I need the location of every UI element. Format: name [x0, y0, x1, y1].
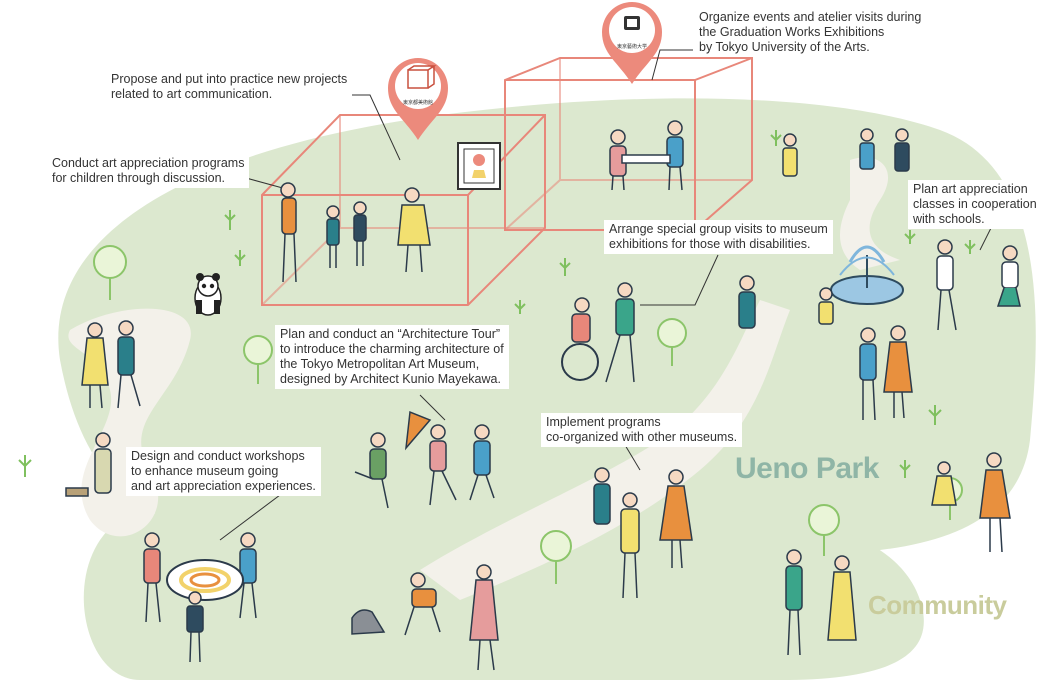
annotation-special-visits: Arrange special group visits to museum e…	[604, 220, 833, 254]
annotation-architecture-tour: Plan and conduct an “Architecture Tour” …	[275, 325, 509, 389]
university-pin-caption: 東京藝術大学	[617, 43, 647, 50]
museum-pin-caption: 東京都美術館	[403, 99, 433, 106]
park-ground	[58, 98, 1036, 554]
artwork-frame	[457, 142, 501, 190]
footpath	[840, 157, 900, 270]
footpath	[420, 300, 790, 600]
panda-icon	[194, 273, 222, 316]
museum-frame	[261, 114, 546, 306]
tree-icon	[93, 245, 963, 584]
annotation-school-classes: Plan art appreciation classes in coopera…	[908, 180, 1042, 229]
annotation-children-programs: Conduct art appreciation programs for ch…	[47, 154, 250, 188]
ueno-park-label: Ueno Park	[735, 452, 879, 485]
annotation-art-communication: Propose and put into practice new projec…	[106, 70, 353, 104]
annotation-other-museums: Implement programs co-organized with oth…	[541, 413, 743, 447]
community-label: Community	[868, 590, 1007, 620]
annotation-geidai-events: Organize events and atelier visits durin…	[694, 8, 927, 57]
university-pin-icon	[602, 2, 662, 84]
shrub-icons	[18, 130, 976, 478]
community-ground	[83, 500, 924, 680]
university-frame	[504, 57, 753, 231]
people-figures	[65, 120, 1021, 671]
museum-pin-icon	[388, 58, 448, 140]
annotation-workshops: Design and conduct workshops to enhance …	[126, 447, 321, 496]
